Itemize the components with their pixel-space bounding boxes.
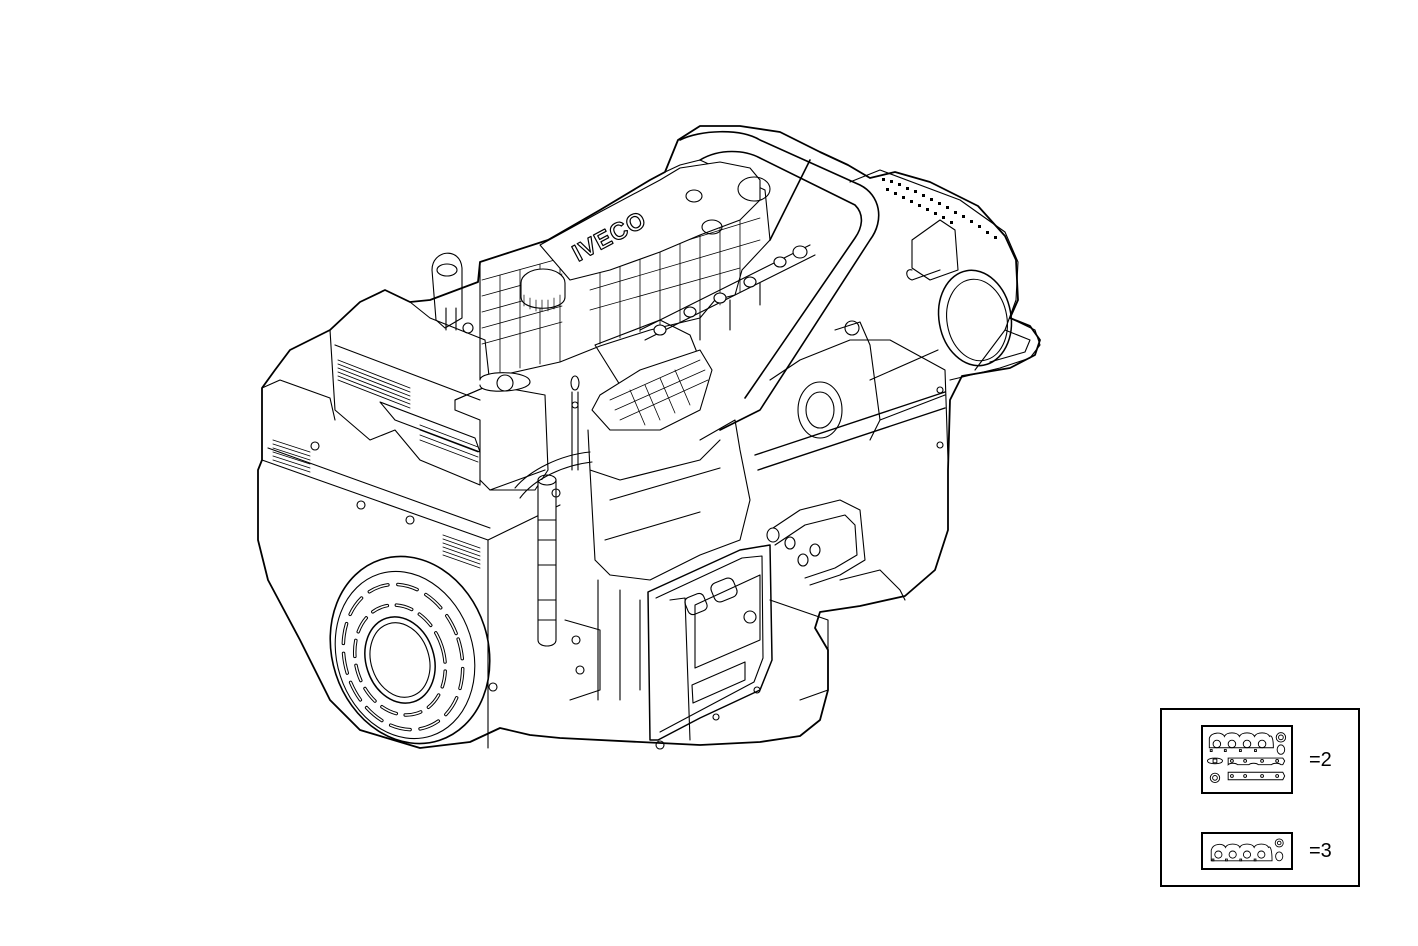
sensor-block — [588, 320, 720, 480]
gasket-kit-full-icon — [1201, 725, 1293, 794]
oil-filler-neck — [432, 253, 473, 333]
manifold-casting — [565, 420, 750, 700]
oil-filter-cap — [455, 373, 548, 490]
fuel-injector-pump — [515, 452, 592, 646]
oil-pan — [770, 570, 905, 700]
gasket-kit-head-icon — [1201, 832, 1293, 870]
rear-housing — [755, 321, 948, 470]
filler-cap — [521, 269, 565, 311]
front-pulley — [306, 536, 513, 765]
legend-item-head-kit: =3 — [1201, 832, 1332, 870]
exhaust-pipe — [680, 132, 879, 430]
dipstick — [571, 376, 579, 470]
legend-quantity-full-kit: =2 — [1309, 748, 1332, 771]
legend-quantity-head-kit: =3 — [1309, 840, 1332, 862]
coolant-pipes — [767, 500, 865, 585]
ecu-module — [648, 545, 772, 749]
front-block-panel — [262, 380, 560, 748]
legend-item-full-kit: =2 — [1201, 725, 1332, 794]
intake-cover — [330, 302, 490, 485]
fuel-rail — [640, 245, 815, 340]
heat-exchanger — [850, 170, 1040, 380]
iveco-badge: IVECO — [540, 162, 770, 280]
gasket-kit-legend: =2 =3 — [1160, 708, 1360, 887]
